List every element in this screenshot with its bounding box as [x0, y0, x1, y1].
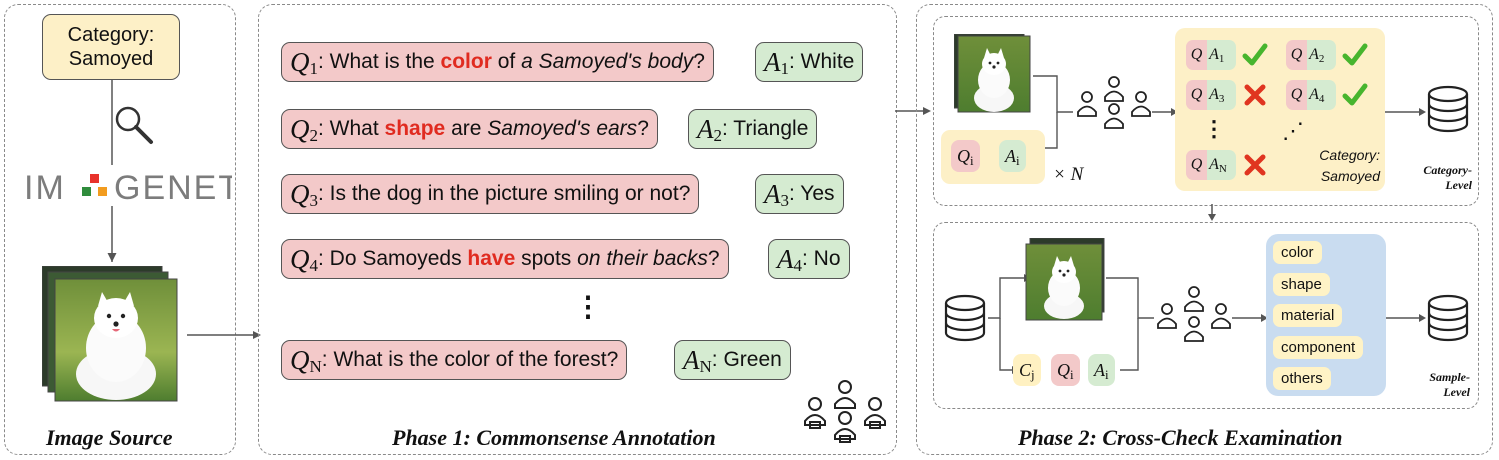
source-arrows	[107, 80, 117, 262]
database-icon-source	[944, 294, 986, 342]
qa-result-q: Q	[1286, 40, 1308, 70]
arrow-to-phase1	[187, 331, 261, 339]
grid-vertical-dots: ⋮	[1203, 116, 1225, 141]
aspect-pill: component	[1273, 336, 1364, 359]
category-label: Category:	[67, 24, 155, 46]
annotators-icon	[804, 380, 886, 443]
phase1-title: Phase 1: Commonsense Annotation	[392, 425, 716, 450]
category-level-panel	[933, 16, 1479, 206]
qa-result-q: Q	[1186, 40, 1208, 70]
category-dog-photo-stack	[953, 33, 1034, 114]
check-icon	[1342, 43, 1368, 66]
svg-text:IM: IM	[24, 169, 66, 206]
check-icon	[1242, 43, 1268, 66]
cross-icon	[1244, 84, 1266, 106]
annotators-icon-sample	[1157, 286, 1231, 342]
category-level-label: Category- Level	[1423, 163, 1472, 192]
aspect-pill: material	[1273, 304, 1343, 327]
category-samoyed-label: Category: Samoyed	[1319, 147, 1380, 184]
sample-level-label: Sample- Level	[1429, 370, 1470, 399]
qa-result-q: Q	[1186, 80, 1208, 110]
arrow-category-to-sample	[1208, 204, 1216, 221]
arrow-to-phase2	[895, 107, 931, 115]
qa-result-q: Q	[1286, 80, 1308, 110]
aspect-pill: others	[1273, 367, 1331, 390]
grid-diagonal-dots: ⋰	[1282, 118, 1304, 143]
category-level-connectors	[1033, 75, 1426, 149]
phase1-panel	[258, 4, 897, 455]
image-source-title: Image Source	[46, 425, 173, 450]
database-icon-sample	[1427, 294, 1469, 342]
qa-result-q: Q	[1186, 150, 1208, 180]
category-box: Category: Samoyed	[42, 14, 180, 80]
aspect-pill: shape	[1273, 273, 1330, 296]
search-icon	[115, 106, 153, 144]
phase2-panel	[916, 4, 1493, 455]
database-icon	[1427, 85, 1469, 133]
sample-level-panel	[933, 222, 1479, 409]
times-n-label: × N	[1053, 164, 1084, 185]
category-value: Samoyed	[68, 48, 154, 70]
aspect-pill: color	[1273, 241, 1322, 264]
phase2-title: Phase 2: Cross-Check Examination	[1018, 425, 1343, 450]
annotators-icon-category	[1077, 76, 1151, 129]
dog-photo-stack	[41, 265, 187, 406]
cross-icon	[1244, 154, 1266, 176]
sample-dog-photo-stack	[1024, 237, 1108, 322]
image-source-panel	[4, 4, 236, 455]
svg-text:GENET: GENET	[114, 169, 232, 206]
ellipsis: ⋮	[574, 291, 602, 322]
check-icon	[1342, 83, 1368, 106]
imagenet-logo: IM GENET	[22, 166, 239, 207]
